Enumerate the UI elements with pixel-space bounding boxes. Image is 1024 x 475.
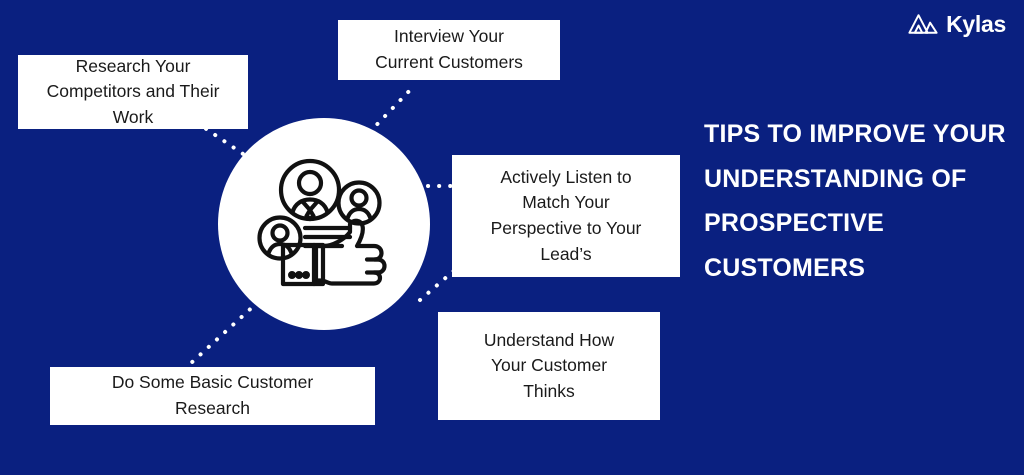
callout-research-competitors: Research Your Competitors and Their Work xyxy=(18,55,248,129)
connector-to-basic-research xyxy=(188,300,260,366)
headline-title: TIPS TO IMPROVE YOUR UNDERSTANDING OF PR… xyxy=(704,120,1006,282)
callout-understand-thinks: Understand How Your Customer Thinks xyxy=(438,312,660,420)
brand-name: Kylas xyxy=(946,10,1006,37)
mountain-logo-icon xyxy=(908,14,938,34)
callout-interview-customers: Interview Your Current Customers xyxy=(338,20,560,80)
callout-actively-listen: Actively Listen to Match Your Perspectiv… xyxy=(452,155,680,277)
customer-feedback-thumbs-up-icon xyxy=(257,158,387,287)
brand-logo: Kylas xyxy=(907,10,1006,38)
center-circle xyxy=(218,118,430,330)
callout-basic-research: Do Some Basic Customer Research xyxy=(50,367,375,425)
